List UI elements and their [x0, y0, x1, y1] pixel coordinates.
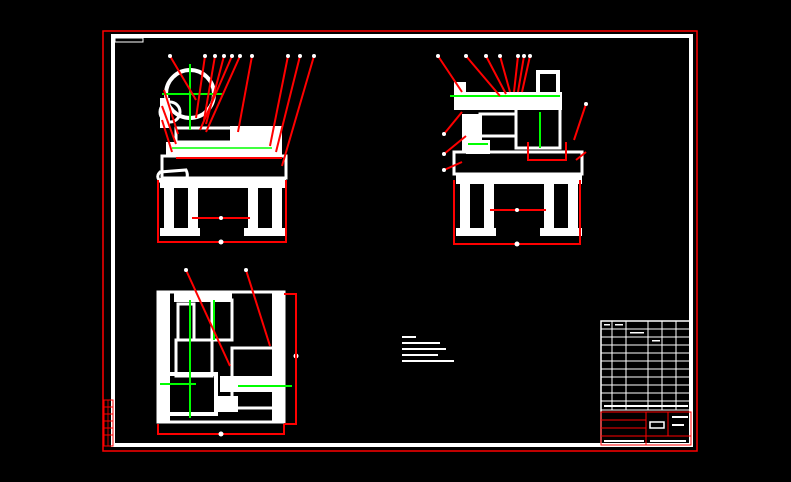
top-view [156, 268, 299, 437]
front-view [156, 54, 316, 245]
side-view [436, 54, 588, 247]
revision-strip [103, 399, 114, 447]
drawing-frame [111, 34, 693, 447]
sheet-border [102, 30, 698, 452]
frame-corner-tag [114, 37, 144, 43]
title-block [600, 320, 692, 446]
technical-notes [402, 336, 454, 362]
